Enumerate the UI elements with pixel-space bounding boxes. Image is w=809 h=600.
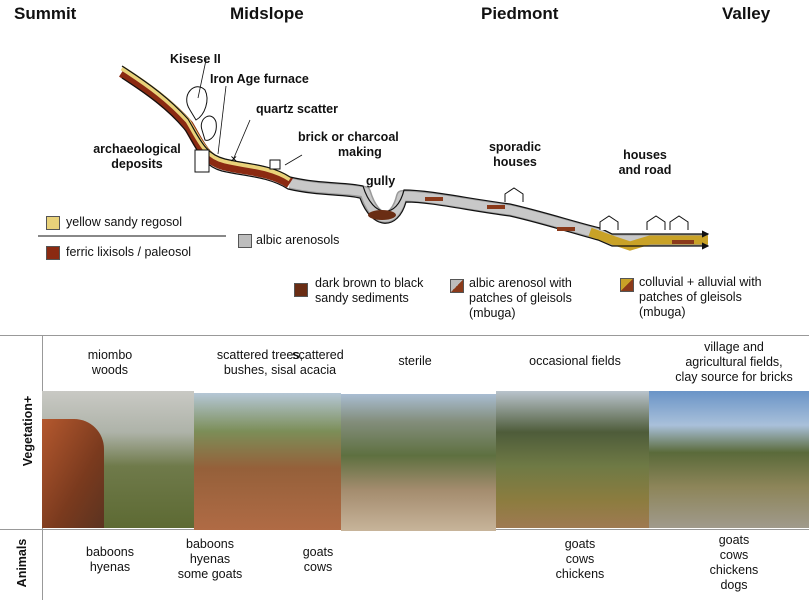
archaeological-deposit-box bbox=[194, 149, 210, 173]
label-sporadic: sporadic houses bbox=[488, 140, 542, 169]
legend-swatch-ferric bbox=[46, 246, 60, 260]
veg-cell-4: occasional fields bbox=[529, 354, 621, 368]
label-houses: houses and road bbox=[618, 148, 672, 177]
label-brick-2: making bbox=[338, 145, 382, 159]
albic-layer-fill bbox=[288, 178, 708, 245]
legend-colluvial: colluvial + alluvial with patches of gle… bbox=[639, 275, 762, 319]
zone-midslope: Midslope bbox=[230, 4, 304, 23]
legend-swatch-dark bbox=[294, 283, 308, 297]
zone-valley: Valley bbox=[722, 4, 771, 23]
veg-cell-3: sterile bbox=[398, 354, 432, 368]
house-icon bbox=[504, 187, 689, 230]
legend-yellow: yellow sandy regosol bbox=[66, 215, 183, 229]
photo-scattered-trees bbox=[194, 393, 341, 530]
kisese-rock-icon bbox=[186, 86, 208, 121]
label-kisese: Kisese II bbox=[170, 52, 221, 66]
label-furnace: Iron Age furnace bbox=[210, 72, 309, 86]
zone-summit: Summit bbox=[14, 4, 77, 23]
brick-box bbox=[269, 159, 281, 170]
table-top-border bbox=[0, 335, 809, 336]
legend-albic: albic arenosols bbox=[256, 233, 340, 247]
photo-village bbox=[649, 391, 809, 528]
legend-albic-patch: albic arenosol with patches of gleisols … bbox=[469, 276, 572, 320]
row-label-vegetation: Vegetation+ bbox=[21, 395, 35, 467]
svg-text:✕: ✕ bbox=[230, 155, 238, 165]
zone-piedmont: Piedmont bbox=[481, 4, 559, 23]
soil-profile-diagram: ✕ bbox=[38, 59, 710, 251]
legend-ferric: ferric lixisols / paleosol bbox=[66, 245, 192, 259]
legend-swatch-colluvial bbox=[620, 278, 634, 292]
photo-miombo bbox=[42, 391, 194, 528]
label-arch: archaeological deposits bbox=[93, 142, 181, 171]
gully-sediment bbox=[368, 210, 396, 220]
photo-fields bbox=[496, 391, 649, 528]
label-quartz: quartz scatter bbox=[256, 102, 338, 116]
legend-swatch-albic bbox=[238, 234, 252, 248]
legend-dark: dark brown to black sandy sediments bbox=[315, 276, 424, 305]
veg-cell-1: scattered trees,bushes, sisal bbox=[216, 348, 304, 377]
yellow-layer bbox=[120, 65, 292, 182]
label-gully: gully bbox=[366, 174, 396, 188]
legend-swatch-albic-patch bbox=[450, 279, 464, 293]
photo-acacia bbox=[341, 394, 496, 531]
row-label-animals: Animals bbox=[15, 538, 29, 588]
legend-swatch-yellow bbox=[46, 216, 60, 230]
label-brick-1: brick or charcoal bbox=[298, 130, 399, 144]
